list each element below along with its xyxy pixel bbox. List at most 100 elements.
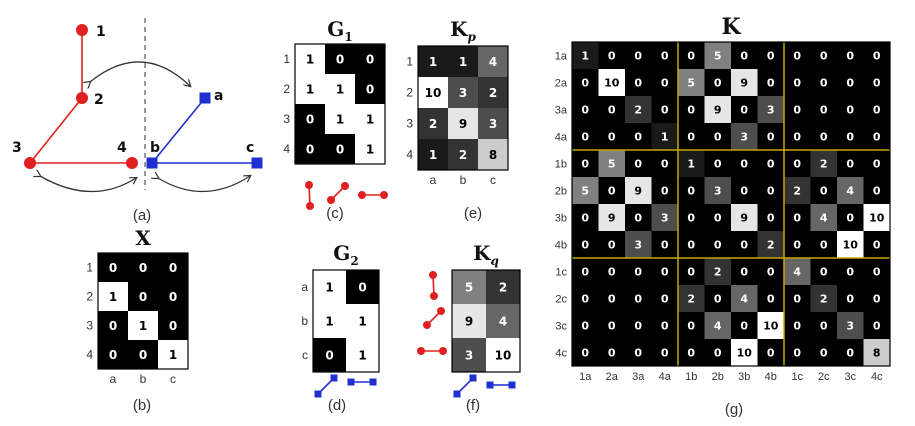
matrix-cell	[651, 42, 678, 69]
matrix-cell	[678, 69, 705, 96]
matrix-cell-value: 10	[869, 211, 885, 224]
matrix-cell	[651, 69, 678, 96]
matrix-cell-value: 0	[608, 346, 616, 359]
matrix-cell-value: 0	[634, 49, 642, 62]
matrix-cell-value: 5	[714, 49, 722, 62]
matrix-cell-value: 1	[169, 348, 177, 362]
matrix-cell-value: 0	[793, 211, 801, 224]
matrix-cell	[863, 312, 890, 339]
matrix-cell	[478, 139, 508, 170]
matrix-cell-value: 0	[740, 103, 748, 116]
matrix-cell-value: 3	[714, 184, 722, 197]
matrix-cell	[678, 123, 705, 150]
matrix-cell-value: 0	[873, 184, 881, 197]
red-diagonal-edge-icon	[327, 182, 349, 204]
matrix-cell	[598, 204, 625, 231]
matrix-cell	[704, 258, 731, 285]
matrix-cell	[731, 42, 758, 69]
matrix-cell-value: 0	[608, 265, 616, 278]
matrix-cell	[731, 339, 758, 366]
matrix-cell-value: 0	[581, 211, 589, 224]
matrix-cell	[651, 339, 678, 366]
matrix-cell-value: 0	[687, 184, 695, 197]
matrix-cell	[598, 339, 625, 366]
matrix-cell	[837, 177, 864, 204]
matrix-cell	[625, 150, 652, 177]
matrix-cell	[704, 96, 731, 123]
matrix-cell	[784, 285, 811, 312]
matrix-cell	[325, 134, 355, 164]
col-label: 4a	[659, 371, 672, 383]
row-label: 3	[406, 117, 413, 131]
matrix-cell-value: 3	[465, 348, 473, 362]
matrix-cell	[325, 44, 355, 74]
matrix-cell	[837, 339, 864, 366]
matrix-cell	[731, 69, 758, 96]
kq-edge-icons	[417, 271, 516, 398]
matrix-cell	[810, 150, 837, 177]
matrix-cell	[98, 253, 128, 282]
matrix-cell-value: 0	[325, 348, 333, 362]
matrix-cell	[863, 123, 890, 150]
col-label: 2a	[606, 371, 619, 383]
col-label: 3c	[844, 371, 856, 383]
matrix-cell	[452, 270, 486, 304]
row-label: 2a	[555, 78, 568, 90]
matrix-cell	[731, 150, 758, 177]
row-label: 3b	[555, 213, 567, 225]
matrix-cell	[158, 311, 188, 340]
matrix-cell	[486, 270, 520, 304]
matrix-cell-value: 2	[489, 86, 497, 100]
matrix-cell	[98, 340, 128, 369]
node-label-1: 1	[96, 24, 106, 40]
matrix-cell-value: 0	[139, 261, 147, 275]
matrix-cell	[448, 108, 478, 139]
matrix-cell-value: 0	[358, 280, 366, 294]
matrix-cell	[651, 231, 678, 258]
matrix-cell-value: 0	[820, 130, 828, 143]
matrix-cell-value: 0	[873, 157, 881, 170]
matrix-cell	[625, 42, 652, 69]
matrix-cell	[731, 231, 758, 258]
matrix-cell-value: 0	[793, 76, 801, 89]
matrix-cell	[313, 270, 346, 304]
matrix-cell	[704, 69, 731, 96]
matrix-cell-value: 0	[793, 238, 801, 251]
matrix-cell	[704, 339, 731, 366]
matrix-cell	[598, 42, 625, 69]
matrix-cell-value: 10	[495, 348, 512, 362]
matrix-cell	[784, 96, 811, 123]
matrix-cell	[678, 150, 705, 177]
matrix-cell-value: 0	[661, 49, 669, 62]
matrix-cell	[486, 304, 520, 338]
matrix-cell	[731, 204, 758, 231]
matrix-cell	[598, 123, 625, 150]
matrix-cell	[784, 150, 811, 177]
matrix-cell	[757, 150, 784, 177]
matrix-cell-value: 0	[714, 346, 722, 359]
matrix-cell	[757, 69, 784, 96]
matrix-cell-value: 1	[358, 314, 366, 328]
matrix-cell-value: 1	[306, 52, 314, 66]
matrix-cell-value: 0	[109, 319, 117, 333]
matrix-cell-value: 1	[336, 112, 344, 126]
edge-2-3	[29, 97, 83, 164]
matrix-cell-value: 0	[687, 265, 695, 278]
col-label: 4c	[871, 371, 883, 383]
matrix-cell-value: 9	[714, 103, 722, 116]
matrix-cell-value: 0	[661, 238, 669, 251]
row-label: 2	[406, 86, 413, 100]
matrix-cell	[837, 231, 864, 258]
col-label: 1c	[791, 371, 803, 383]
row-label: 4a	[555, 132, 568, 144]
matrix-cell-value: 0	[873, 49, 881, 62]
kq-blue-diagonal-edge-icon	[453, 374, 477, 398]
matrix-cell	[863, 285, 890, 312]
matrix-cell	[572, 204, 599, 231]
col-label: 2b	[712, 371, 724, 383]
matrix-cell	[837, 150, 864, 177]
matrix-cell	[757, 231, 784, 258]
node-2	[76, 92, 88, 104]
matrix-cell	[625, 69, 652, 96]
